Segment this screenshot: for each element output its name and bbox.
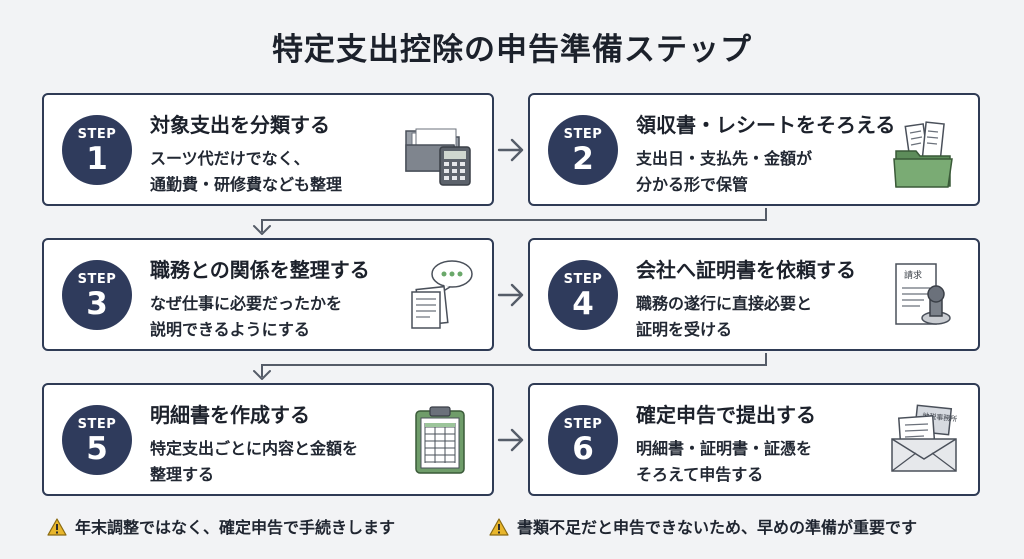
step-description: 特定支出ごとに内容と金額を 整理する	[150, 436, 358, 488]
document-speech-icon	[411, 260, 473, 329]
step-description: なぜ仕事に必要だったかを 説明できるようにする	[150, 291, 342, 343]
step-title: 領収書・レシートをそろえる	[636, 113, 896, 137]
arrow-right-1	[497, 138, 524, 162]
step-card-3: STEP 3 職務との関係を整理する なぜ仕事に必要だったかを 説明できるように…	[42, 238, 494, 351]
step-badge-2: STEP 2	[548, 115, 618, 185]
arrow-right-3	[497, 428, 524, 452]
clipboard-table-icon	[415, 406, 465, 474]
warning-icon	[47, 518, 67, 536]
step-title: 会社へ証明書を依頼する	[636, 258, 856, 282]
step-badge-number: 2	[572, 141, 594, 177]
page-title: 特定支出控除の申告準備ステップ	[272, 32, 752, 68]
step-description: 明細書・証明書・証憑を そろえて申告する	[636, 436, 812, 488]
step-card-4: STEP 4 会社へ証明書を依頼する 職務の遂行に直接必要と 証明を受ける 請求	[528, 238, 980, 351]
step-title: 確定申告で提出する	[636, 403, 816, 427]
step-badge-number: 4	[572, 286, 594, 322]
step-description: 支出日・支払先・金額が 分かる形で保管	[636, 146, 812, 198]
step-description-line: 職務の遂行に直接必要と	[636, 294, 813, 313]
step-card-2: STEP 2 領収書・レシートをそろえる 支出日・支払先・金額が 分かる形で保管	[528, 93, 980, 206]
connector-step2-to-step3	[261, 208, 767, 232]
step-badge-label: STEP	[563, 127, 603, 142]
step-badge-number: 6	[572, 431, 594, 467]
step-description-line: 分かる形で保管	[636, 175, 749, 194]
step-description-line: そろえて申告する	[636, 465, 764, 484]
step-badge-number: 5	[86, 431, 108, 467]
step-badge-label: STEP	[77, 272, 117, 287]
receipts-folder-icon	[893, 121, 953, 188]
step-description-line: なぜ仕事に必要だったかを	[150, 294, 343, 313]
step-badge-5: STEP 5	[62, 405, 132, 475]
step-description-line: 説明できるようにする	[150, 320, 310, 339]
step-card-6: STEP 6 確定申告で提出する 明細書・証明書・証憑を そろえて申告する 地税…	[528, 383, 980, 496]
note-2: 書類不足だと申告できないため、早めの準備が重要です	[489, 514, 917, 538]
stamp-document-icon: 請求	[895, 263, 951, 325]
step-description-line: 特定支出ごとに内容と金額を	[150, 439, 359, 458]
step-description-line: 支出日・支払先・金額が	[636, 149, 813, 168]
connector-step4-to-step5	[261, 353, 767, 377]
step-badge-label: STEP	[563, 272, 603, 287]
arrowhead-down-2	[253, 370, 271, 380]
arrowhead-down-1	[253, 225, 271, 235]
step-description-line: スーツ代だけでなく、	[150, 149, 310, 168]
step-description-line: 整理する	[150, 465, 215, 484]
step-description: スーツ代だけでなく、 通勤費・研修費なども整理	[150, 146, 342, 198]
document-heading-text: 請求	[904, 269, 922, 281]
note-1: 年末調整ではなく、確定申告で手続きします	[47, 514, 395, 538]
step-badge-3: STEP 3	[62, 260, 132, 330]
step-description-line: 証明を受ける	[636, 320, 733, 339]
step-card-5: STEP 5 明細書を作成する 特定支出ごとに内容と金額を 整理する	[42, 383, 494, 496]
step-badge-label: STEP	[77, 417, 117, 432]
step-badge-number: 1	[86, 141, 108, 177]
step-title: 対象支出を分類する	[150, 113, 330, 137]
note-text: 年末調整ではなく、確定申告で手続きします	[75, 518, 396, 537]
folder-calculator-icon	[405, 128, 471, 186]
step-title: 職務との関係を整理する	[150, 258, 370, 282]
envelope-documents-icon: 地税事務所	[891, 404, 958, 472]
step-description: 職務の遂行に直接必要と 証明を受ける	[636, 291, 812, 343]
warning-icon	[489, 518, 509, 536]
step-badge-number: 3	[86, 286, 108, 322]
step-description-line: 明細書・証明書・証憑を	[636, 439, 813, 458]
step-badge-1: STEP 1	[62, 115, 132, 185]
step-description-line: 通勤費・研修費なども整理	[150, 175, 343, 194]
step-badge-6: STEP 6	[548, 405, 618, 475]
arrow-right-2	[497, 283, 524, 307]
note-text: 書類不足だと申告できないため、早めの準備が重要です	[517, 518, 918, 537]
step-card-1: STEP 1 対象支出を分類する スーツ代だけでなく、 通勤費・研修費なども整理	[42, 93, 494, 206]
step-title: 明細書を作成する	[150, 403, 310, 427]
step-badge-4: STEP 4	[548, 260, 618, 330]
step-badge-label: STEP	[77, 127, 117, 142]
step-badge-label: STEP	[563, 417, 603, 432]
